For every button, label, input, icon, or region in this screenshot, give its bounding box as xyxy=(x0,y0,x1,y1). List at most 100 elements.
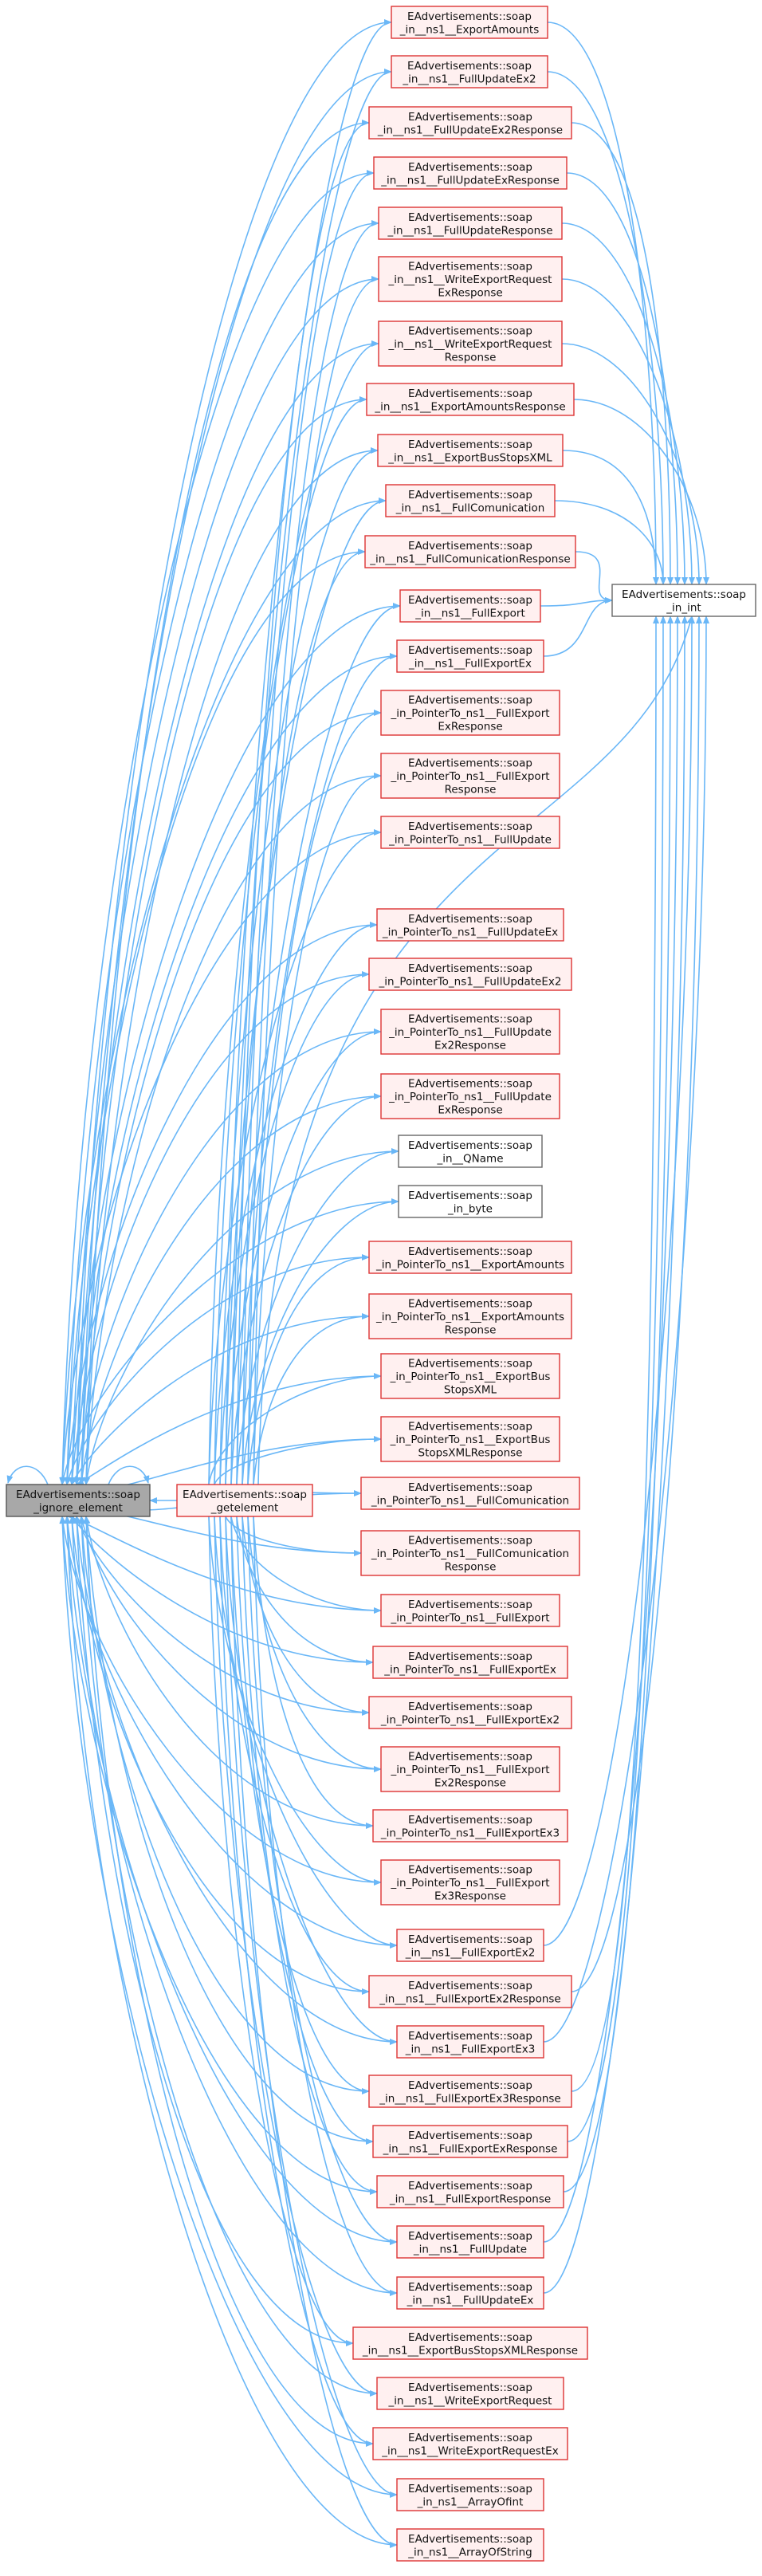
node-label-line: EAdvertisements::soap xyxy=(408,1701,532,1713)
node-label-line: EAdvertisements::soap xyxy=(408,540,532,553)
node-PT_FullComunication[interactable]: EAdvertisements::soap_in_PointerTo_ns1__… xyxy=(360,1477,580,1510)
node-FullExportEx3[interactable]: EAdvertisements::soap_in__ns1__FullExpor… xyxy=(396,2025,544,2059)
node-box xyxy=(391,6,548,39)
node-PT_FullUpdate[interactable]: EAdvertisements::soap_in_PointerTo_ns1__… xyxy=(380,816,560,849)
node-label-line: _in__ns1__WriteExportRequest xyxy=(388,273,552,286)
node-FullExportEx2[interactable]: EAdvertisements::soap_in__ns1__FullExpor… xyxy=(396,1929,544,1962)
node-PT_FullExportEx3[interactable]: EAdvertisements::soap_in_PointerTo_ns1__… xyxy=(372,1809,568,1843)
node-PT_FullUpdateExResponse[interactable]: EAdvertisements::soap_in_PointerTo_ns1__… xyxy=(380,1073,560,1119)
node-box xyxy=(376,2377,564,2410)
node-label-line: EAdvertisements::soap xyxy=(408,1298,532,1311)
node-PT_FullUpdateEx[interactable]: EAdvertisements::soap_in_PointerTo_ns1__… xyxy=(376,908,564,942)
node-PT_FullExportExResponse[interactable]: EAdvertisements::soap_in_PointerTo_ns1__… xyxy=(380,690,560,736)
node-FullUpdateEx[interactable]: EAdvertisements::soap_in__ns1__FullUpdat… xyxy=(396,2276,544,2310)
edge-PT_FullUpdate-to-ignore-element xyxy=(59,832,382,1485)
node-WriteExportRequest[interactable]: EAdvertisements::soap_in__ns1__WriteExpo… xyxy=(376,2377,564,2410)
node-label-line: _in__ns1__FullExportEx3 xyxy=(405,2043,536,2055)
node-byte[interactable]: EAdvertisements::soap_in_byte xyxy=(398,1185,543,1218)
node-label-line: EAdvertisements::soap xyxy=(408,2230,532,2243)
node-ExportAmounts[interactable]: EAdvertisements::soap_in__ns1__ExportAmo… xyxy=(391,6,548,39)
node-FullUpdate[interactable]: EAdvertisements::soap_in__ns1__FullUpdat… xyxy=(396,2225,544,2259)
edge-getelement-to-FullComunication xyxy=(225,498,387,1485)
node-FullExportEx3Response[interactable]: EAdvertisements::soap_in__ns1__FullExpor… xyxy=(368,2075,572,2108)
node-label-line: _in__ns1__FullExportResponse xyxy=(389,2193,551,2205)
node-label-line: _in__ns1__FullExportEx2 xyxy=(405,1946,536,1959)
node-WriteExportRequestResponse[interactable]: EAdvertisements::soap_in__ns1__WriteExpo… xyxy=(378,321,563,367)
edge-FullUpdateEx-to-in-int xyxy=(543,615,688,2294)
node-ExportBusStopsXML[interactable]: EAdvertisements::soap_in__ns1__ExportBus… xyxy=(377,434,564,467)
node-label-line: _in__ns1__FullComunicationResponse xyxy=(369,553,570,565)
node-ArrayOfint[interactable]: EAdvertisements::soap_in_ns1__ArrayOfint xyxy=(396,2478,544,2511)
node-box xyxy=(376,2175,564,2208)
edges-layer xyxy=(6,19,709,2548)
node-int[interactable]: EAdvertisements::soap_in_int xyxy=(611,584,756,617)
node-PT_ExportAmountsResponse[interactable]: EAdvertisements::soap_in_PointerTo_ns1__… xyxy=(368,1293,572,1339)
node-FullComunicationResponse[interactable]: EAdvertisements::soap_in__ns1__FullComun… xyxy=(364,535,576,568)
edge-getelement-to-FullExportEx3Response xyxy=(230,1516,370,2094)
node-FullExportExResponse[interactable]: EAdvertisements::soap_in__ns1__FullExpor… xyxy=(372,2125,568,2158)
node-PT_FullUpdateEx2Response[interactable]: EAdvertisements::soap_in_PointerTo_ns1__… xyxy=(380,1009,560,1055)
node-QName[interactable]: EAdvertisements::soap_in__QName xyxy=(398,1135,543,1168)
node-PT_FullExportEx[interactable]: EAdvertisements::soap_in_PointerTo_ns1__… xyxy=(372,1646,568,1679)
node-label-line: EAdvertisements::soap xyxy=(408,1650,532,1663)
edge-PT_ExportAmounts-to-ignore-element xyxy=(65,1257,370,1485)
node-PT_FullExport[interactable]: EAdvertisements::soap_in_PointerTo_ns1__… xyxy=(380,1594,560,1627)
node-PT_ExportBusStopsXMLResponse[interactable]: EAdvertisements::soap_in_PointerTo_ns1__… xyxy=(380,1416,560,1462)
node-FullUpdateResponse[interactable]: EAdvertisements::soap_in__ns1__FullUpdat… xyxy=(378,206,563,240)
node-label-line: EAdvertisements::soap xyxy=(408,962,532,975)
node-PT_ExportAmounts[interactable]: EAdvertisements::soap_in_PointerTo_ns1__… xyxy=(368,1241,572,1274)
node-get[interactable]: EAdvertisements::soap_getelement xyxy=(176,1484,313,1517)
node-label-line: _in__ns1__FullExportEx xyxy=(408,657,532,670)
node-ExportBusStopsXMLResponse[interactable]: EAdvertisements::soap_in__ns1__ExportBus… xyxy=(352,2326,588,2360)
node-FullComunication[interactable]: EAdvertisements::soap_in__ns1__FullComun… xyxy=(385,484,556,517)
node-label-line: _getelement xyxy=(210,1501,279,1514)
node-box xyxy=(396,2225,544,2259)
node-label-line: _in__ns1__ExportAmounts xyxy=(399,23,540,36)
node-PT_FullComunicationResponse[interactable]: EAdvertisements::soap_in_PointerTo_ns1__… xyxy=(360,1530,580,1576)
node-FullUpdateEx2Response[interactable]: EAdvertisements::soap_in__ns1__FullUpdat… xyxy=(368,106,572,140)
node-PT_FullExportEx2Response[interactable]: EAdvertisements::soap_in_PointerTo_ns1__… xyxy=(380,1746,560,1792)
node-label-line: EAdvertisements::soap xyxy=(622,588,746,601)
edge-PT_FullUpdateEx2-to-ignore-element xyxy=(69,973,370,1485)
node-WriteExportRequestEx[interactable]: EAdvertisements::soap_in__ns1__WriteExpo… xyxy=(372,2427,568,2460)
node-label-line: EAdvertisements::soap xyxy=(408,1078,532,1091)
node-FullExportEx[interactable]: EAdvertisements::soap_in__ns1__FullExpor… xyxy=(396,639,544,673)
node-FullExport[interactable]: EAdvertisements::soap_in__ns1__FullExpor… xyxy=(399,589,541,623)
node-label-line: _in__QName xyxy=(436,1152,503,1165)
edge-getelement-to-PT_FullExportEx3 xyxy=(253,1516,374,1829)
node-label-line: EAdvertisements::soap xyxy=(408,594,532,607)
node-PT_FullExportEx3Response[interactable]: EAdvertisements::soap_in_PointerTo_ns1__… xyxy=(380,1859,560,1905)
node-box xyxy=(176,1484,313,1517)
node-box xyxy=(396,2276,544,2310)
node-label-line: EAdvertisements::soap xyxy=(408,1013,532,1026)
node-FullUpdateExResponse[interactable]: EAdvertisements::soap_in__ns1__FullUpdat… xyxy=(373,156,568,190)
node-label-line: _in__ns1__FullUpdateEx xyxy=(407,2294,534,2307)
node-box xyxy=(391,55,548,88)
node-FullUpdateEx2[interactable]: EAdvertisements::soap_in__ns1__FullUpdat… xyxy=(391,55,548,88)
node-PT_FullExportResponse[interactable]: EAdvertisements::soap_in_PointerTo_ns1__… xyxy=(380,753,560,799)
node-ArrayOfString[interactable]: EAdvertisements::soap_in_ns1__ArrayOfStr… xyxy=(396,2528,544,2562)
node-label-line: StopsXMLResponse xyxy=(418,1447,523,1460)
node-label-line: EAdvertisements::soap xyxy=(408,644,532,657)
node-box xyxy=(372,2427,568,2460)
node-label-line: _in_PointerTo_ns1__FullExport xyxy=(390,1877,549,1890)
edge-WriteExportRequestExResponse-to-ignore-element xyxy=(69,278,379,1485)
node-ignore[interactable]: EAdvertisements::soap_ignore_element xyxy=(6,1484,151,1517)
node-PT_FullUpdateEx2[interactable]: EAdvertisements::soap_in_PointerTo_ns1__… xyxy=(368,958,572,991)
node-box xyxy=(378,206,563,240)
node-WriteExportRequestExResponse[interactable]: EAdvertisements::soap_in__ns1__WriteExpo… xyxy=(378,256,563,302)
node-PT_ExportBusStopsXML[interactable]: EAdvertisements::soap_in_PointerTo_ns1__… xyxy=(380,1353,560,1399)
node-FullExportResponse[interactable]: EAdvertisements::soap_in__ns1__FullExpor… xyxy=(376,2175,564,2208)
node-label-line: _in_PointerTo_ns1__ExportAmounts xyxy=(375,1258,564,1271)
node-label-line: StopsXML xyxy=(444,1384,497,1397)
node-FullExportEx2Response[interactable]: EAdvertisements::soap_in__ns1__FullExpor… xyxy=(368,1975,572,2008)
node-box xyxy=(396,2528,544,2562)
node-PT_FullExportEx2[interactable]: EAdvertisements::soap_in_PointerTo_ns1__… xyxy=(368,1696,572,1729)
node-ExportAmountsResponse[interactable]: EAdvertisements::soap_in__ns1__ExportAmo… xyxy=(366,383,575,416)
node-box xyxy=(611,584,756,617)
node-label-line: EAdvertisements::soap xyxy=(408,1535,532,1548)
edge-FullComunicationResponse-to-in-int xyxy=(575,551,613,604)
node-box xyxy=(368,2075,572,2108)
node-label-line: _in__ns1__WriteExportRequestEx xyxy=(381,2444,558,2457)
node-label-line: EAdvertisements::soap xyxy=(408,325,532,338)
